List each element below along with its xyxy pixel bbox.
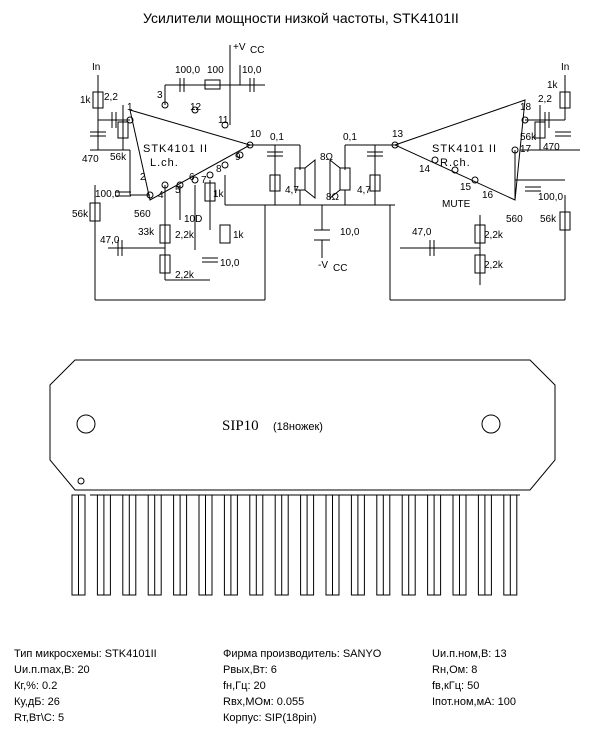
package-name: SIP10 <box>222 418 259 434</box>
info-manufacturer: Фирма производитель: SANYO <box>223 648 382 660</box>
label-c-470-bl: 47,0 <box>100 235 120 246</box>
supply-pos-sub: CC <box>250 45 264 56</box>
info-rin: Rвх,МОм: 0.055 <box>223 696 305 708</box>
label-c-470-br: 47,0 <box>412 227 432 238</box>
label-r-1k-l2: 1k <box>213 189 225 200</box>
pin-5: 5 <box>175 185 181 196</box>
label-r-56k-l: 56k <box>110 152 127 163</box>
label-c-1000-l: 100,0 <box>95 189 120 200</box>
label-c-100-top: 100,0 <box>175 65 200 76</box>
chip-left-channel: L.ch. <box>150 157 179 169</box>
chip-left-triangle <box>129 109 252 201</box>
chip-left-name: STK4101 II <box>143 143 208 155</box>
label-c-1000-r: 100,0 <box>538 192 563 203</box>
mounting-hole-left <box>76 414 96 434</box>
label-r-22k-r1: 2,2k <box>484 230 504 241</box>
label-r-56k-r: 56k <box>520 132 537 143</box>
label-c-470-r: 470 <box>543 142 560 153</box>
info-chip-type: Тип микросхемы: STK4101II <box>14 648 157 660</box>
label-c-47-r: 4,7 <box>357 185 371 196</box>
label-r-56k-r2: 56k <box>540 214 557 225</box>
input-right-label: In <box>561 62 569 73</box>
package-body <box>49 359 556 491</box>
label-r-560-l: 560 <box>134 209 151 220</box>
pin-12: 12 <box>190 102 202 113</box>
pin-6: 6 <box>189 172 195 183</box>
mounting-hole-right <box>481 414 501 434</box>
label-r-1k-r: 1k <box>547 80 559 91</box>
package-drawing: SIP10 (18ножек) <box>49 359 556 596</box>
info-case: Корпус: SIP(18pin) <box>223 712 317 724</box>
label-c-10-l: 10,0 <box>220 258 240 269</box>
pin-2: 2 <box>140 172 146 183</box>
label-spk-l: 8Ω <box>320 152 334 163</box>
pin-13: 13 <box>392 129 404 140</box>
mute-label: MUTE <box>442 199 471 210</box>
pin-18: 18 <box>520 102 532 113</box>
info-rload: Rн,Ом: 8 <box>432 664 478 676</box>
package-note: (18ножек) <box>273 421 323 433</box>
info-gain: Ку,дБ: 26 <box>14 696 60 708</box>
supply-neg-label: -V <box>318 260 328 271</box>
label-r-1k-l3: 1k <box>233 230 245 241</box>
info-column-3: Uи.п.ном,В: 13 Rн,Ом: 8 fв,кГц: 50 Iпот.… <box>432 646 516 710</box>
label-c-47-l: 4,7 <box>285 185 299 196</box>
label-c-100-l: 10D <box>184 214 202 225</box>
package-pins <box>71 494 518 596</box>
supply-neg-sub: CC <box>333 263 347 274</box>
pin-10: 10 <box>250 129 262 140</box>
pin-9: 9 <box>235 152 241 163</box>
label-r-560-r: 560 <box>506 214 523 225</box>
pin-15: 15 <box>460 182 472 193</box>
supply-pos-label: +V <box>233 42 246 53</box>
info-fmin: fн,Гц: 20 <box>223 680 266 692</box>
pin-11: 11 <box>218 115 229 126</box>
info-column-1: Тип микросхемы: STK4101II Uи.п.max,В: 20… <box>14 646 157 726</box>
pin-1: 1 <box>127 102 133 113</box>
label-r-22k-l2: 2,2k <box>175 270 195 281</box>
label-r-1k-l: 1k <box>80 95 92 106</box>
label-c-10-top: 10,0 <box>242 65 262 76</box>
pin-8: 8 <box>216 164 222 175</box>
schematic-components <box>89 78 571 274</box>
label-c-470-l: 470 <box>82 154 99 165</box>
pin-3: 3 <box>157 90 163 101</box>
chip-right-channel: R.ch. <box>440 157 471 169</box>
label-r-22k-l1: 2,2k <box>175 230 195 241</box>
info-icurrent: Iпот.ном,мА: 100 <box>432 696 516 708</box>
pin-4: 4 <box>158 190 164 201</box>
pin-17: 17 <box>520 144 532 155</box>
schematic-labels: +V CC -V CC In In STK4101 II L.ch. STK41… <box>72 42 569 281</box>
info-thermal: Rт,Вт\С: 5 <box>14 712 65 724</box>
pin-7: 7 <box>201 175 207 186</box>
label-r-100-top: 100 <box>207 65 224 76</box>
pin1-marker <box>77 477 85 485</box>
label-c-01-l: 0,1 <box>270 132 284 143</box>
label-r-33k-l: 33k <box>138 227 155 238</box>
label-spk-r2: 8Ω <box>326 192 340 203</box>
info-fmax: fв,кГц: 50 <box>432 680 480 692</box>
info-pout: Рвых,Вт: 6 <box>223 664 277 676</box>
page-title: Усилители мощности низкой частоты, STK41… <box>143 10 459 26</box>
info-vmax: Uи.п.max,В: 20 <box>14 664 90 676</box>
input-left-label: In <box>92 62 100 73</box>
label-r-56k-l2: 56k <box>72 209 89 220</box>
info-column-2: Фирма производитель: SANYO Рвых,Вт: 6 fн… <box>223 646 381 726</box>
pin-16: 16 <box>482 190 494 201</box>
label-c-10-mid: 10,0 <box>340 227 360 238</box>
schematic-wires <box>90 45 580 301</box>
label-c-22-l: 2,2 <box>104 92 118 103</box>
info-thd: Кг,%: 0.2 <box>14 680 58 692</box>
label-c-01-r: 0,1 <box>343 132 357 143</box>
pin-14: 14 <box>419 164 431 175</box>
info-vnom: Uи.п.ном,В: 13 <box>432 648 507 660</box>
label-c-22-r: 2,2 <box>538 94 552 105</box>
chip-right-name: STK4101 II <box>432 143 497 155</box>
label-r-22k-r2: 2,2k <box>484 260 504 271</box>
